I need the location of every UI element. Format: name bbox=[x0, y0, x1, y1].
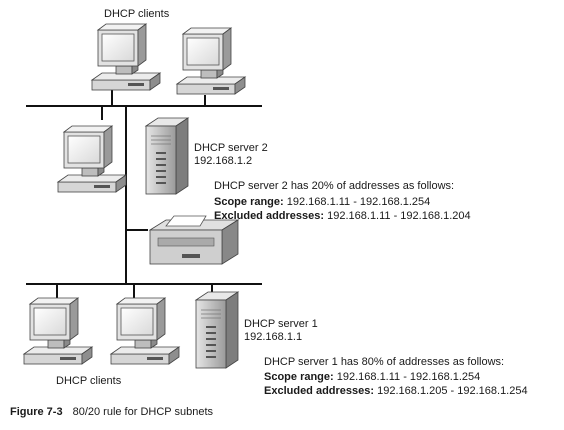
server2-name: DHCP server 2 bbox=[194, 142, 268, 154]
figure-caption: Figure 7-3 80/20 rule for DHCP subnets bbox=[10, 406, 213, 418]
top-client-pc-2 bbox=[176, 27, 246, 95]
server1-ip: 192.168.1.1 bbox=[244, 331, 303, 343]
server1-name: DHCP server 1 bbox=[244, 318, 318, 330]
top-client-pc-1 bbox=[91, 23, 161, 91]
figure-number: Figure 7-3 bbox=[10, 406, 63, 418]
top-clients-label: DHCP clients bbox=[104, 8, 170, 20]
dhcp-server-2-icon bbox=[145, 117, 189, 195]
server2-excluded-value: 192.168.1.11 - 192.168.1.204 bbox=[327, 210, 471, 222]
server1-scope-label: Scope range: bbox=[264, 371, 334, 383]
bottom-client-pc-1 bbox=[23, 297, 93, 365]
server1-excluded-label: Excluded addresses: bbox=[264, 385, 375, 397]
server2-scope: Scope range: 192.168.1.11 - 192.168.1.25… bbox=[214, 196, 430, 209]
server2-scope-value: 192.168.1.11 - 192.168.1.254 bbox=[286, 196, 431, 208]
dhcp-server-1-icon bbox=[195, 291, 239, 369]
server1-scope-value: 192.168.1.11 - 192.168.1.254 bbox=[336, 371, 481, 383]
server2-summary: DHCP server 2 has 20% of addresses as fo… bbox=[214, 180, 455, 192]
network-lines bbox=[26, 73, 262, 306]
server2-excluded: Excluded addresses: 192.168.1.11 - 192.1… bbox=[214, 210, 471, 223]
figure-caption-text: 80/20 rule for DHCP subnets bbox=[72, 406, 214, 418]
server2-scope-label: Scope range: bbox=[214, 196, 284, 208]
server1-excluded-value: 192.168.1.205 - 192.168.1.254 bbox=[377, 385, 528, 397]
server1-excluded: Excluded addresses: 192.168.1.205 - 192.… bbox=[264, 385, 528, 398]
server2-excluded-label: Excluded addresses: bbox=[214, 210, 325, 222]
bottom-clients-label: DHCP clients bbox=[56, 375, 122, 387]
printer-icon bbox=[148, 215, 240, 265]
server2-ip: 192.168.1.2 bbox=[194, 155, 253, 167]
mid-client-pc bbox=[57, 125, 127, 193]
server1-summary: DHCP server 1 has 80% of addresses as fo… bbox=[264, 356, 505, 368]
server1-scope: Scope range: 192.168.1.11 - 192.168.1.25… bbox=[264, 371, 480, 384]
bottom-client-pc-2 bbox=[110, 297, 180, 365]
